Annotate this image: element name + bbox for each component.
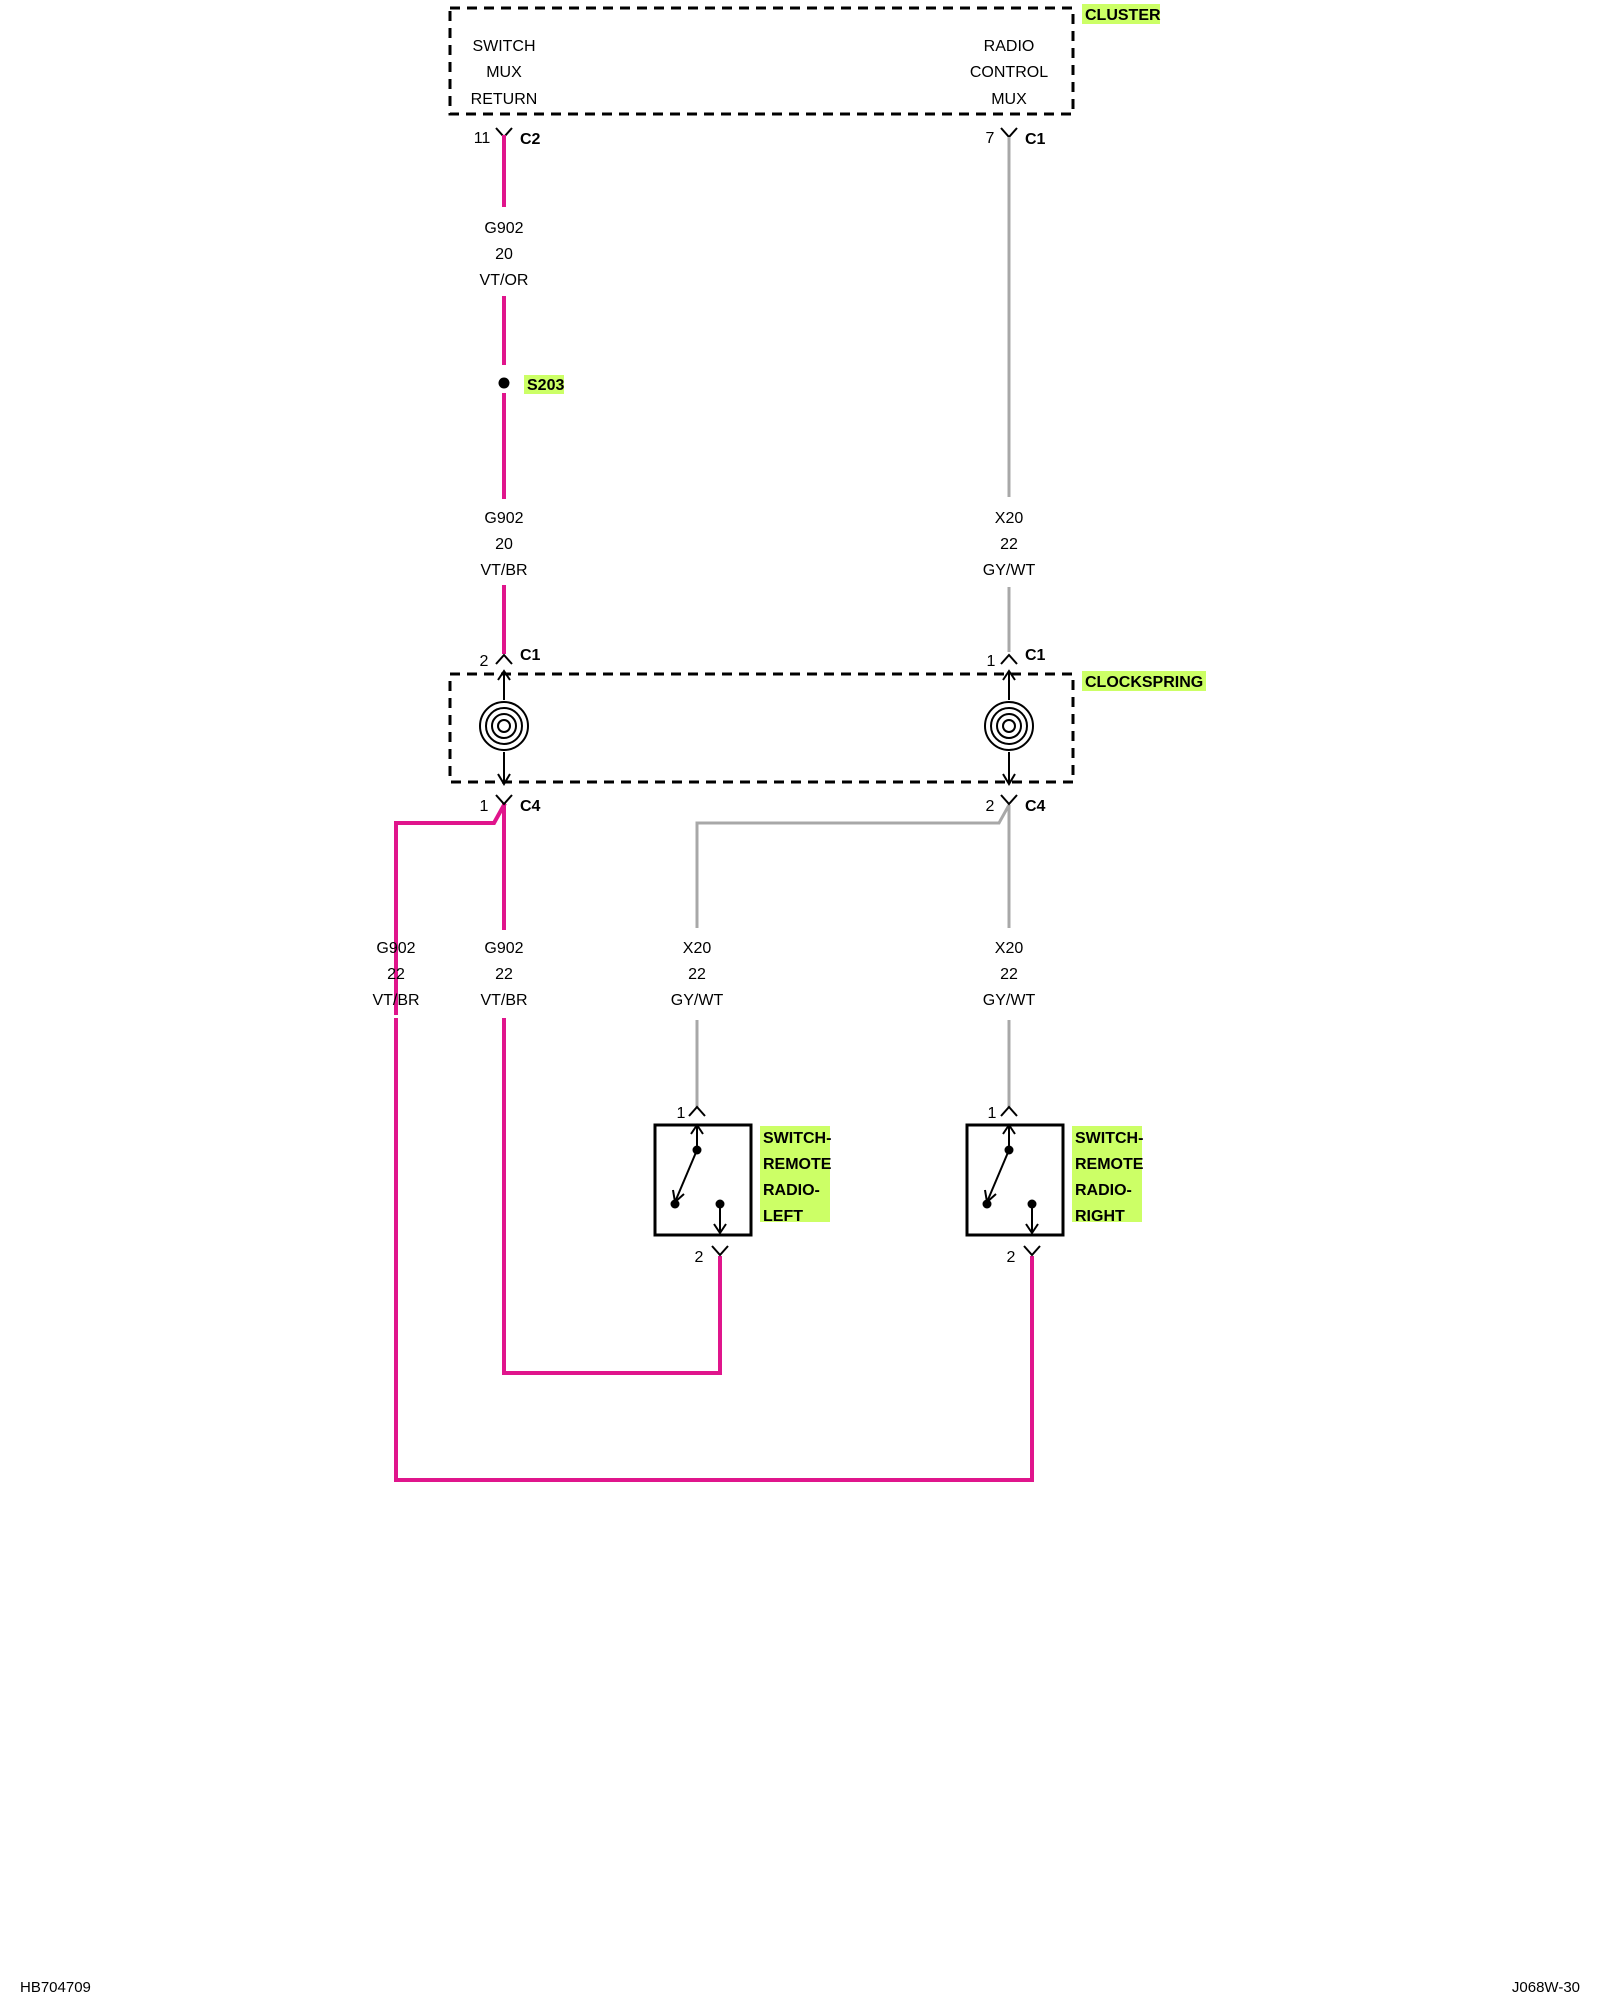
svg-text:VT/OR: VT/OR <box>480 272 529 289</box>
cluster-pin-right-label-2: CONTROL <box>970 64 1048 81</box>
svg-text:20: 20 <box>495 536 513 553</box>
svg-text:X20: X20 <box>995 510 1024 527</box>
svg-text:20: 20 <box>495 246 513 263</box>
svg-text:2: 2 <box>695 1249 704 1266</box>
footer-right-code: J068W-30 <box>1512 1979 1580 1996</box>
wire-label-low-1: G902 22 VT/BR <box>372 940 419 1009</box>
cluster-pin-right-label-3: MUX <box>991 91 1027 108</box>
svg-text:G902: G902 <box>376 940 415 957</box>
svg-text:RIGHT: RIGHT <box>1075 1208 1125 1225</box>
svg-text:2: 2 <box>986 798 995 815</box>
svg-text:VT/BR: VT/BR <box>372 992 419 1009</box>
svg-text:VT/BR: VT/BR <box>480 562 527 579</box>
wire-x20-right <box>695 137 1011 1108</box>
svg-text:C2: C2 <box>520 131 541 148</box>
svg-text:VT/BR: VT/BR <box>480 992 527 1009</box>
svg-text:GY/WT: GY/WT <box>983 562 1036 579</box>
cluster-pin-left-label-2: MUX <box>486 64 522 81</box>
cluster-pin-right-label-1: RADIO <box>984 38 1035 55</box>
svg-text:X20: X20 <box>683 940 712 957</box>
svg-text:G902: G902 <box>484 940 523 957</box>
cluster-pin-left-label-3: RETURN <box>471 91 538 108</box>
svg-text:C1: C1 <box>520 647 541 664</box>
svg-text:1: 1 <box>987 653 996 670</box>
switch-contact-right-icon <box>984 1123 1039 1235</box>
footer-left-code: HB704709 <box>20 1979 91 1996</box>
clockspring-module: CLOCKSPRING 2 C1 1 C1 1 C4 2 C4 <box>448 647 1206 815</box>
svg-text:RADIO-: RADIO- <box>763 1182 820 1199</box>
svg-text:G902: G902 <box>484 510 523 527</box>
svg-text:11: 11 <box>474 130 491 147</box>
cluster-pin-left-label-1: SWITCH <box>472 38 535 55</box>
svg-text:C1: C1 <box>1025 131 1046 148</box>
svg-text:2: 2 <box>480 653 489 670</box>
wire-label-mid-right: X20 22 GY/WT <box>983 510 1036 579</box>
svg-text:C1: C1 <box>1025 647 1046 664</box>
clockspring-coil-left-icon <box>479 669 529 786</box>
svg-text:RADIO-: RADIO- <box>1075 1182 1132 1199</box>
svg-text:REMOTE: REMOTE <box>1075 1156 1144 1173</box>
svg-text:C4: C4 <box>520 798 541 815</box>
svg-text:G902: G902 <box>484 220 523 237</box>
svg-text:22: 22 <box>495 966 513 983</box>
svg-text:S203: S203 <box>527 377 564 394</box>
wire-g902-left <box>394 135 1034 1482</box>
cluster-pin-7-c1: 7 C1 <box>986 127 1046 148</box>
switch-contact-left-icon <box>672 1123 727 1235</box>
switch-remote-radio-right: 1 2 SWITCH- REMOTE RADIO- RIGHT <box>965 1105 1144 1266</box>
svg-text:LEFT: LEFT <box>763 1208 803 1225</box>
svg-text:X20: X20 <box>995 940 1024 957</box>
svg-text:SWITCH-: SWITCH- <box>763 1130 831 1147</box>
wire-label-mid-left: G902 20 VT/BR <box>480 510 527 579</box>
svg-text:22: 22 <box>1000 536 1018 553</box>
clockspring-label: CLOCKSPRING <box>1085 674 1203 691</box>
switch-remote-radio-left: 1 2 SWITCH- REMOTE RADIO- LEFT <box>653 1105 832 1266</box>
wire-label-low-4: X20 22 GY/WT <box>983 940 1036 1009</box>
clockspring-coil-right-icon <box>984 669 1034 786</box>
wire-label-low-3: X20 22 GY/WT <box>671 940 724 1009</box>
cluster-module: CLUSTER SWITCH MUX RETURN RADIO CONTROL … <box>448 4 1161 116</box>
svg-text:7: 7 <box>986 130 995 147</box>
svg-text:1: 1 <box>677 1105 686 1122</box>
wire-label-low-2: G902 22 VT/BR <box>480 940 527 1009</box>
svg-text:REMOTE: REMOTE <box>763 1156 832 1173</box>
splice-s203: S203 <box>498 375 564 394</box>
svg-text:2: 2 <box>1007 1249 1016 1266</box>
svg-text:C4: C4 <box>1025 798 1046 815</box>
svg-text:22: 22 <box>387 966 405 983</box>
svg-text:1: 1 <box>480 798 489 815</box>
svg-text:GY/WT: GY/WT <box>983 992 1036 1009</box>
svg-text:22: 22 <box>688 966 706 983</box>
cluster-label: CLUSTER <box>1085 7 1161 24</box>
wire-label-top-left: G902 20 VT/OR <box>480 220 529 289</box>
svg-text:22: 22 <box>1000 966 1018 983</box>
cluster-pin-11-c2: 11 C2 <box>474 127 541 148</box>
svg-text:SWITCH-: SWITCH- <box>1075 1130 1143 1147</box>
svg-text:1: 1 <box>988 1105 997 1122</box>
svg-text:GY/WT: GY/WT <box>671 992 724 1009</box>
